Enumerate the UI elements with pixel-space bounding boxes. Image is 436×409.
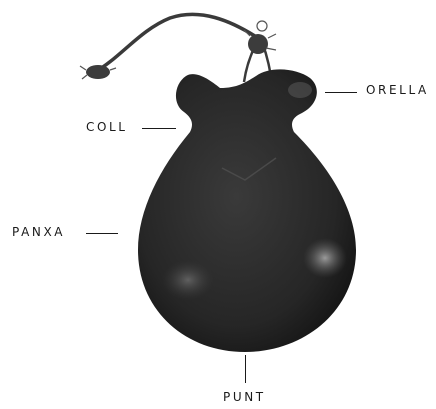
right-knot [244, 21, 276, 54]
highlight-ear [288, 82, 312, 98]
highlight-left [162, 260, 214, 300]
coll-leader [142, 128, 176, 129]
label-punt: PUNT [223, 390, 266, 404]
panxa-leader [86, 233, 118, 234]
left-knot [80, 65, 116, 79]
label-orella: ORELLA [366, 83, 429, 97]
punt-leader [245, 355, 246, 383]
highlight-right [303, 238, 347, 278]
label-coll: COLL [86, 120, 128, 134]
castanet-body [138, 69, 356, 352]
orella-leader [325, 92, 357, 93]
cord [95, 14, 258, 72]
label-panxa: PANXA [12, 225, 65, 239]
